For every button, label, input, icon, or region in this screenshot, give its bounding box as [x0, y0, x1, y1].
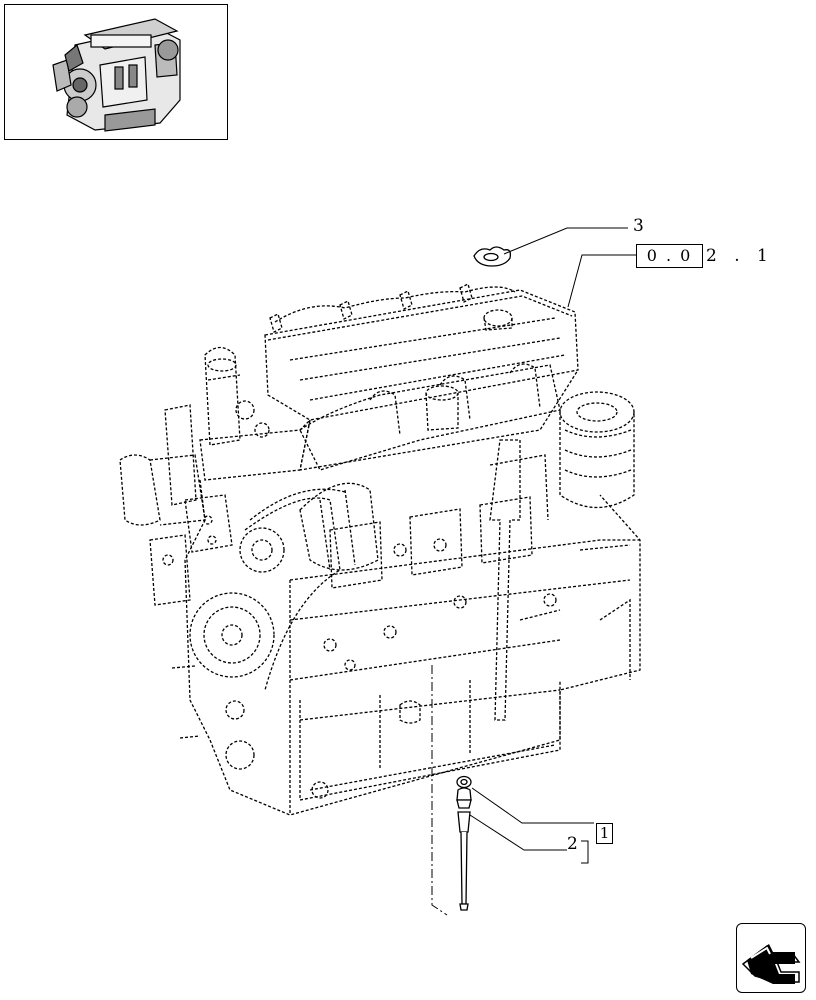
reference-box-prefix: 0 . 0 — [636, 244, 703, 268]
leader-part-2a — [471, 787, 594, 824]
callout-part-2: 2 — [567, 834, 578, 854]
leader-part-2b — [469, 814, 567, 851]
engine-thumbnail — [4, 4, 228, 140]
reference-box-1: 1 — [596, 823, 613, 844]
callout-part-3: 3 — [633, 216, 644, 236]
leader-lines — [469, 227, 637, 864]
dipstick-axis-line — [431, 665, 448, 916]
bracket-part-2 — [581, 840, 589, 864]
engine-block-outline — [119, 283, 641, 816]
next-page-button[interactable] — [736, 923, 806, 993]
reference-suffix-text: 2 . 1 — [706, 246, 774, 266]
reference-box-1-text: 1 — [599, 824, 610, 842]
next-page-arrow-icon — [741, 944, 801, 984]
leader-block-ref — [567, 254, 637, 308]
engine-thumbnail-icon — [52, 18, 181, 132]
part-3-filler-cap — [473, 246, 512, 267]
leader-part-3 — [503, 227, 628, 255]
reference-prefix-text: 0 . 0 — [646, 246, 693, 265]
part-2-dipstick — [456, 775, 472, 911]
